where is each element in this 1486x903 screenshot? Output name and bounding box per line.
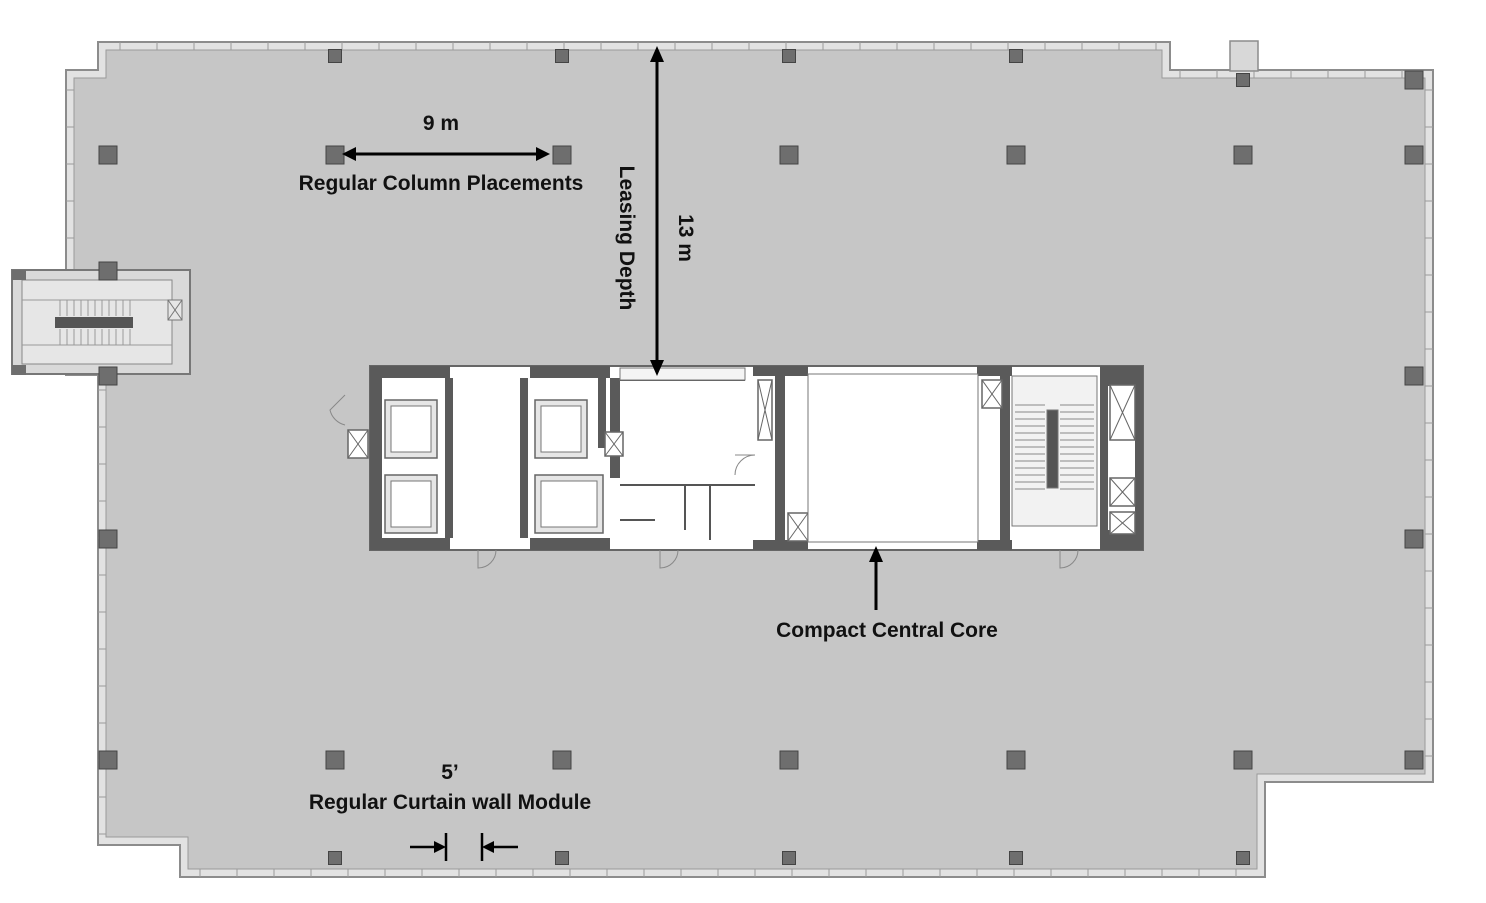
module-value-label: 5’: [441, 761, 459, 784]
column: [1236, 73, 1250, 87]
column: [552, 145, 572, 165]
column: [1233, 750, 1253, 770]
core-arrow: [869, 546, 883, 610]
curtain-wall-ticks: [66, 42, 1433, 877]
column: [1233, 145, 1253, 165]
column: [98, 529, 118, 549]
column: [1404, 750, 1424, 770]
module-label: Regular Curtain wall Module: [309, 791, 591, 814]
column-spacing-label: 9 m: [423, 112, 459, 135]
column-spacing-arrow: [342, 147, 550, 161]
column: [98, 750, 118, 770]
column: [1006, 145, 1026, 165]
column: [325, 145, 345, 165]
core-label: Compact Central Core: [776, 619, 998, 642]
column: [1404, 366, 1424, 386]
column: [98, 261, 118, 281]
left-stair-annex: [11, 269, 191, 375]
column: [98, 366, 118, 386]
column: [325, 750, 345, 770]
column: [1404, 529, 1424, 549]
column: [1404, 70, 1424, 90]
column: [1009, 851, 1023, 865]
column: [779, 145, 799, 165]
column: [779, 750, 799, 770]
module-arrows: [410, 833, 518, 861]
column: [98, 145, 118, 165]
column: [555, 49, 569, 63]
column: [555, 851, 569, 865]
column: [1404, 145, 1424, 165]
roof-box: [1229, 40, 1259, 72]
column: [782, 851, 796, 865]
column: [1006, 750, 1026, 770]
leasing-depth-label: Leasing Depth: [615, 166, 638, 311]
central-core: [329, 365, 1144, 569]
column: [328, 851, 342, 865]
column: [1236, 851, 1250, 865]
depth-value-label: 13 m: [674, 214, 697, 262]
column-placement-label: Regular Column Placements: [299, 172, 584, 195]
column: [328, 49, 342, 63]
leasing-depth-arrow: [650, 46, 664, 376]
column: [1009, 49, 1023, 63]
column: [552, 750, 572, 770]
column: [782, 49, 796, 63]
columns: [98, 49, 1424, 865]
